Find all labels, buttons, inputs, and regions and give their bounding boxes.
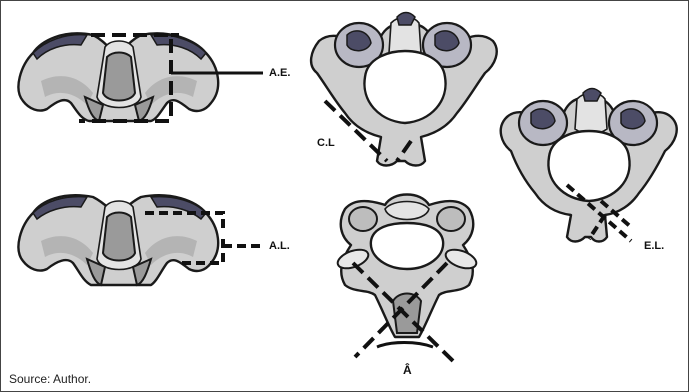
- vertebra-superior-view-el: [501, 89, 677, 242]
- vertebra-inferior-view-angle: [335, 195, 479, 362]
- label-angle: Â: [403, 363, 412, 377]
- angle-arc: [377, 343, 433, 348]
- vertebral-foramen-2: [371, 223, 443, 269]
- vertebra-posterior-view-bottom: [18, 195, 263, 285]
- vertebral-foramen: [364, 51, 445, 123]
- source-caption: Source: Author.: [9, 372, 91, 386]
- vertebra-superior-view-cl: [311, 13, 497, 166]
- label-el: E.L.: [644, 240, 664, 252]
- vertebral-foramen-3: [548, 131, 629, 201]
- label-ae: A.E.: [269, 67, 290, 79]
- vertebra-posterior-view-top: [18, 33, 263, 121]
- label-al: A.L.: [269, 240, 290, 252]
- label-cl: C.L: [317, 137, 335, 149]
